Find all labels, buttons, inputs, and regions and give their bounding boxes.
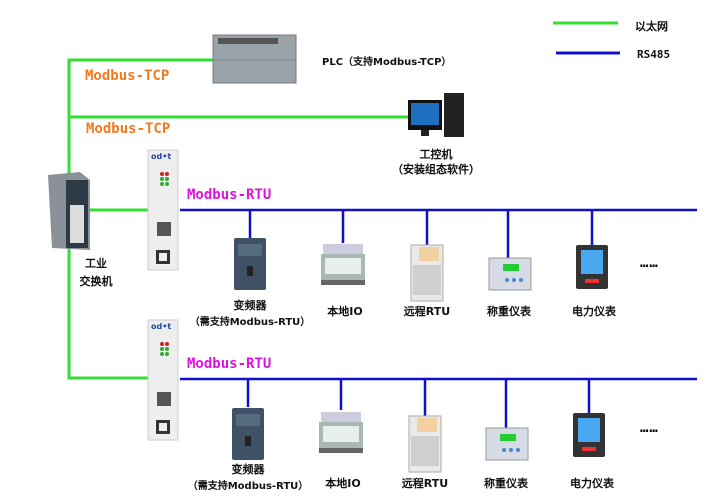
local-io-device bbox=[319, 412, 363, 453]
legend-rs485-label: RS485 bbox=[637, 48, 671, 61]
modbus-rtu-label-1: Modbus-RTU bbox=[187, 187, 272, 203]
legend-ethernet-label: 以太网 bbox=[635, 20, 668, 33]
plc-device bbox=[212, 34, 297, 84]
modbus-tcp-label-2: Modbus-TCP bbox=[86, 121, 171, 137]
gateway-brand-2: od•t bbox=[151, 322, 172, 331]
industrial-switch bbox=[48, 172, 90, 250]
device-label-power-meter: 电力仪表 bbox=[570, 477, 614, 490]
gateway-1 bbox=[147, 149, 179, 271]
gateway-2 bbox=[147, 319, 179, 441]
modbus-rtu-label-2: Modbus-RTU bbox=[187, 356, 272, 372]
remote-rtu-device bbox=[410, 244, 444, 302]
ethernet-links bbox=[67, 58, 408, 380]
power-meter bbox=[573, 413, 605, 457]
device-sublabel-vfd: （需支持Modbus-RTU） bbox=[189, 317, 311, 328]
device-label-local-io: 本地IO bbox=[325, 477, 361, 490]
remote-rtu-device bbox=[408, 415, 442, 473]
modbus-tcp-label-1: Modbus-TCP bbox=[85, 68, 170, 84]
rs485-bus-2 bbox=[180, 377, 697, 430]
more-devices-1: …… bbox=[640, 255, 659, 271]
plc-label: PLC（支持Modbus-TCP） bbox=[322, 57, 452, 68]
more-devices-2: …… bbox=[640, 420, 659, 436]
switch-label-2: 交换机 bbox=[79, 275, 113, 288]
switch-label-1: 工业 bbox=[85, 257, 107, 270]
gateway-brand-1: od•t bbox=[151, 152, 172, 161]
device-label-weighing: 称重仪表 bbox=[487, 305, 531, 318]
device-label-vfd: 变频器 bbox=[233, 299, 267, 312]
power-meter bbox=[576, 245, 608, 289]
local-io-device bbox=[321, 244, 365, 285]
industrial-pc bbox=[408, 93, 464, 137]
device-sublabel-vfd: （需支持Modbus-RTU） bbox=[187, 481, 309, 492]
device-label-power-meter: 电力仪表 bbox=[572, 305, 616, 318]
weighing-instrument bbox=[485, 427, 529, 461]
device-label-remote-rtu: 远程RTU bbox=[401, 477, 449, 490]
ipc-sublabel: （安装组态软件） bbox=[392, 163, 480, 176]
vfd-device bbox=[234, 238, 266, 290]
device-label-local-io: 本地IO bbox=[327, 305, 363, 318]
device-label-weighing: 称重仪表 bbox=[484, 477, 528, 490]
ipc-label: 工控机 bbox=[419, 148, 453, 161]
weighing-instrument bbox=[488, 257, 532, 291]
rs485-bus-1 bbox=[180, 208, 697, 260]
device-label-remote-rtu: 远程RTU bbox=[403, 305, 451, 318]
device-label-vfd: 变频器 bbox=[231, 463, 265, 476]
vfd-device bbox=[232, 408, 264, 460]
